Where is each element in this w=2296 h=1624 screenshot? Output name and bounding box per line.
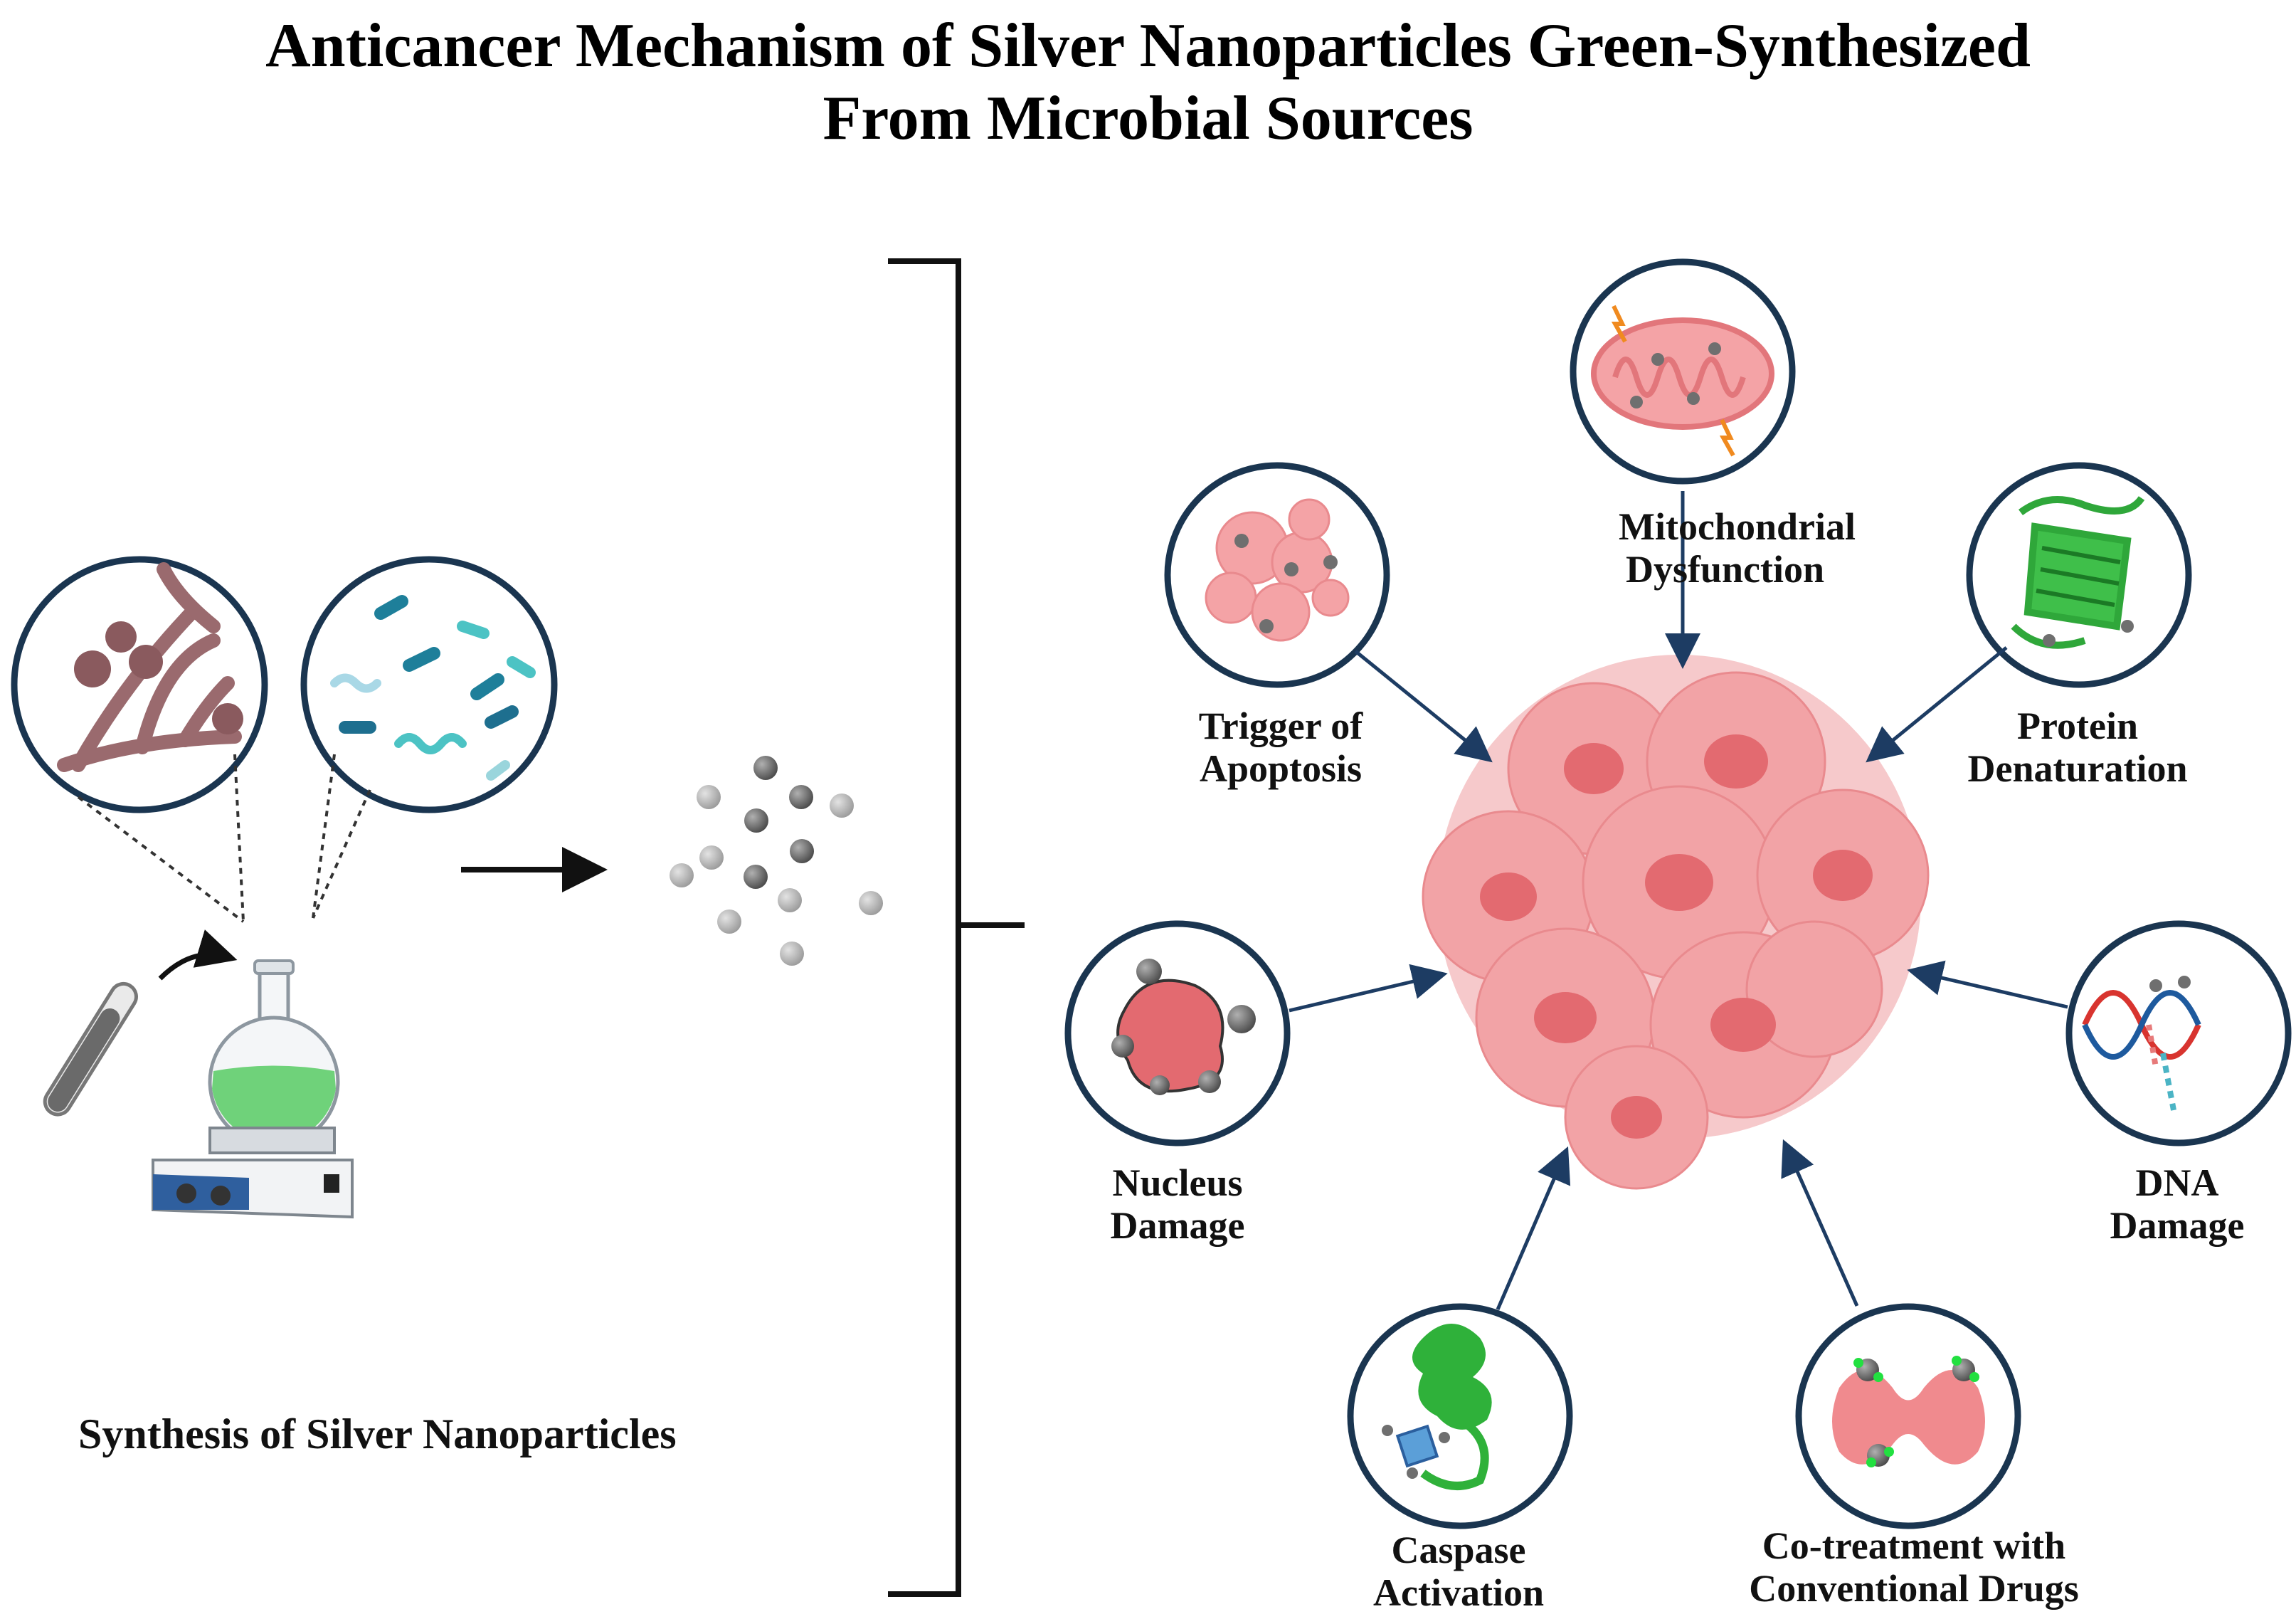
label-nucleus: Nucleus Damage <box>1014 1161 1341 1247</box>
label-protein: Protein Denaturation <box>1900 705 2255 790</box>
damaged-nucleus-icon <box>1111 959 1256 1095</box>
silver-nanoparticles <box>670 756 883 966</box>
mitochondrion-icon <box>1591 305 1774 457</box>
zoom-lines <box>77 754 371 923</box>
label-cotreatment: Co-treatment with Conventional Drugs <box>1686 1524 2142 1610</box>
arrow-caspase <box>1496 1146 1571 1310</box>
caspase-circle <box>1347 1303 1573 1529</box>
page-title-line-1: Anticancer Mechanism of Silver Nanoparti… <box>265 11 2031 80</box>
label-dna: DNA Damage <box>2014 1161 2296 1247</box>
protein-circle <box>1966 462 2192 688</box>
synthesis-label: Synthesis of Silver Nanoparticles <box>78 1411 677 1457</box>
dividing-cell-icon <box>1832 1356 1985 1467</box>
cotreatment-circle <box>1795 1303 2021 1529</box>
label-mitochondrial-line1: Mitochondrial <box>1619 505 1856 548</box>
bacterial-source-circle <box>300 556 558 813</box>
arrow-nucleus <box>1289 964 1448 1013</box>
label-protein-line2: Denaturation <box>1967 747 2188 790</box>
label-dna-line2: Damage <box>2110 1204 2245 1247</box>
arrow-protein <box>1866 646 2008 763</box>
label-apoptosis: Trigger of Apoptosis <box>1110 705 1451 790</box>
bracket <box>888 258 961 1597</box>
nucleus-circle <box>1064 920 1291 1146</box>
dna-circle <box>2065 920 2292 1146</box>
label-cotreatment-line2: Conventional Drugs <box>1749 1567 2079 1610</box>
arrow-apoptosis <box>1354 650 1493 763</box>
apoptosis-circle <box>1164 462 1390 688</box>
label-nucleus-line1: Nucleus <box>1112 1161 1243 1204</box>
dna-helix-icon <box>2082 990 2201 1111</box>
label-caspase-line2: Activation <box>1373 1571 1544 1614</box>
label-protein-line1: Protein <box>2017 705 2138 747</box>
apoptotic-cell-icon <box>1205 498 1350 642</box>
arrow-dna <box>1907 960 2068 1009</box>
label-nucleus-line2: Damage <box>1110 1204 1245 1247</box>
label-mitochondrial: Mitochondrial Dysfunction <box>1619 505 2017 591</box>
label-caspase-line1: Caspase <box>1391 1529 1526 1571</box>
label-apoptosis-line2: Apoptosis <box>1199 747 1363 790</box>
transfer-arrow <box>158 929 238 981</box>
hot-plate-stirrer-icon <box>152 1127 354 1219</box>
bacteria-icon <box>330 595 536 781</box>
label-mitochondrial-line2: Dysfunction <box>1626 548 1825 591</box>
fungal-hyphae-icon <box>57 562 242 772</box>
label-cotreatment-line1: Co-treatment with <box>1762 1524 2066 1567</box>
cancer-cell-cluster <box>1422 655 1930 1190</box>
mitochondrial-circle <box>1570 258 1796 485</box>
label-dna-line1: DNA <box>2135 1161 2219 1204</box>
round-bottom-flask-icon <box>208 959 340 1148</box>
page-title-line-2: From Microbial Sources <box>822 84 1474 153</box>
arrow-cotreatment <box>1781 1139 1859 1307</box>
label-apoptosis-line1: Trigger of <box>1198 705 1363 747</box>
caspase-enzyme-icon <box>1395 1324 1492 1490</box>
fungal-source-circle <box>11 556 268 813</box>
test-tube-icon <box>43 981 138 1117</box>
label-caspase: Caspase Activation <box>1281 1529 1636 1614</box>
